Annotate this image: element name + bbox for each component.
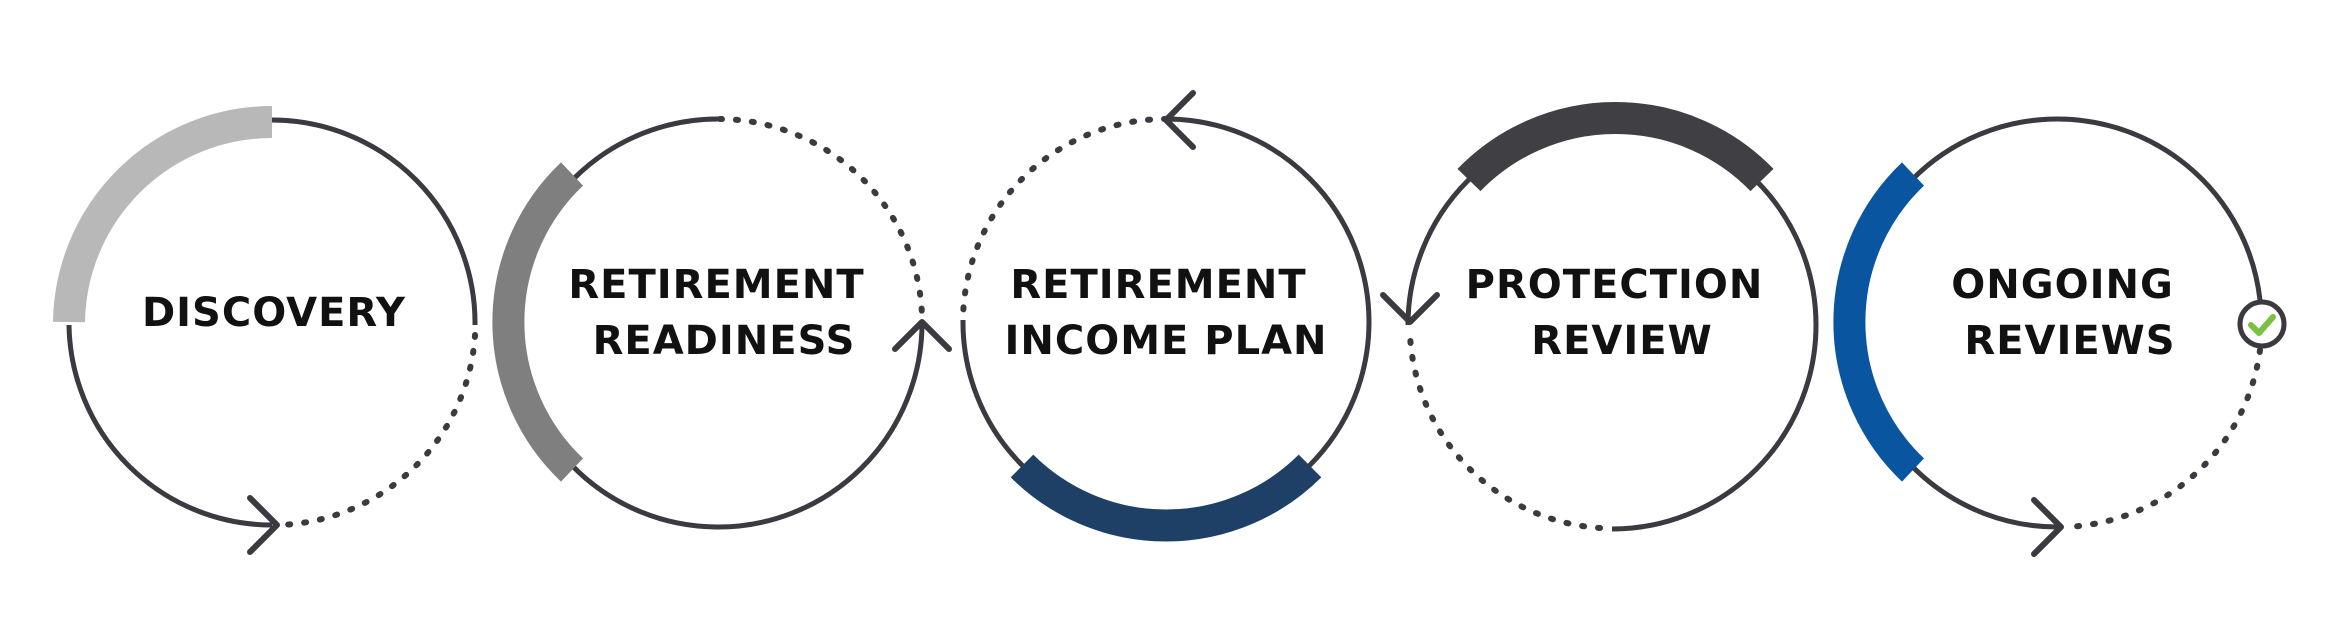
income-accent-arc xyxy=(1010,454,1322,542)
stage-label-discovery: DISCOVERY xyxy=(142,290,406,336)
stage-label-line: REVIEW xyxy=(1531,318,1712,364)
stage-label-retirement-income-plan: RETIREMENT INCOME PLAN xyxy=(1004,262,1327,364)
discovery-outline-solid-lower xyxy=(66,324,273,528)
arrow-head-icon xyxy=(1380,292,1440,325)
stage-label-ongoing-reviews: ONGOING REVIEWS xyxy=(1951,262,2188,364)
stage-label-protection-review: PROTECTION REVIEW xyxy=(1466,262,1779,364)
stage-label-line: DISCOVERY xyxy=(142,290,406,336)
check-circle-icon xyxy=(2237,299,2287,349)
stage-ongoing-reviews: ONGOING REVIEWS xyxy=(1833,116,2287,557)
stage-discovery: DISCOVERY xyxy=(53,106,478,555)
stage-protection-review: PROTECTION REVIEW xyxy=(1380,101,1819,532)
readiness-accent-arc xyxy=(492,162,584,482)
stage-label-line: RETIREMENT xyxy=(1010,262,1306,308)
protection-accent-arc xyxy=(1457,101,1774,192)
stage-label-retirement-readiness: RETIREMENT READINESS xyxy=(568,262,879,364)
arrow-head-icon xyxy=(2031,497,2064,557)
stage-label-line: READINESS xyxy=(593,318,856,364)
stage-label-line: REVIEWS xyxy=(1964,318,2175,364)
discovery-accent-arc xyxy=(53,106,273,323)
discovery-outline-dotted xyxy=(277,332,478,528)
stage-label-line: ONGOING xyxy=(1951,262,2174,308)
arrow-head-icon xyxy=(892,319,952,352)
stage-label-line: RETIREMENT xyxy=(568,262,864,308)
ongoing-outline-dotted xyxy=(2063,347,2263,530)
stage-retirement-income-plan: RETIREMENT INCOME PLAN xyxy=(960,90,1372,542)
arrow-head-icon xyxy=(247,495,280,555)
stage-retirement-readiness: RETIREMENT READINESS xyxy=(492,116,952,530)
ongoing-accent-arc xyxy=(1833,162,1925,482)
stage-label-line: PROTECTION xyxy=(1466,262,1764,308)
stage-label-line: INCOME PLAN xyxy=(1004,318,1327,364)
income-outline-dotted xyxy=(960,116,1169,323)
discovery-outline-solid xyxy=(271,117,478,326)
protection-outline-dotted xyxy=(1407,332,1603,531)
arrow-head-icon xyxy=(1163,90,1196,150)
